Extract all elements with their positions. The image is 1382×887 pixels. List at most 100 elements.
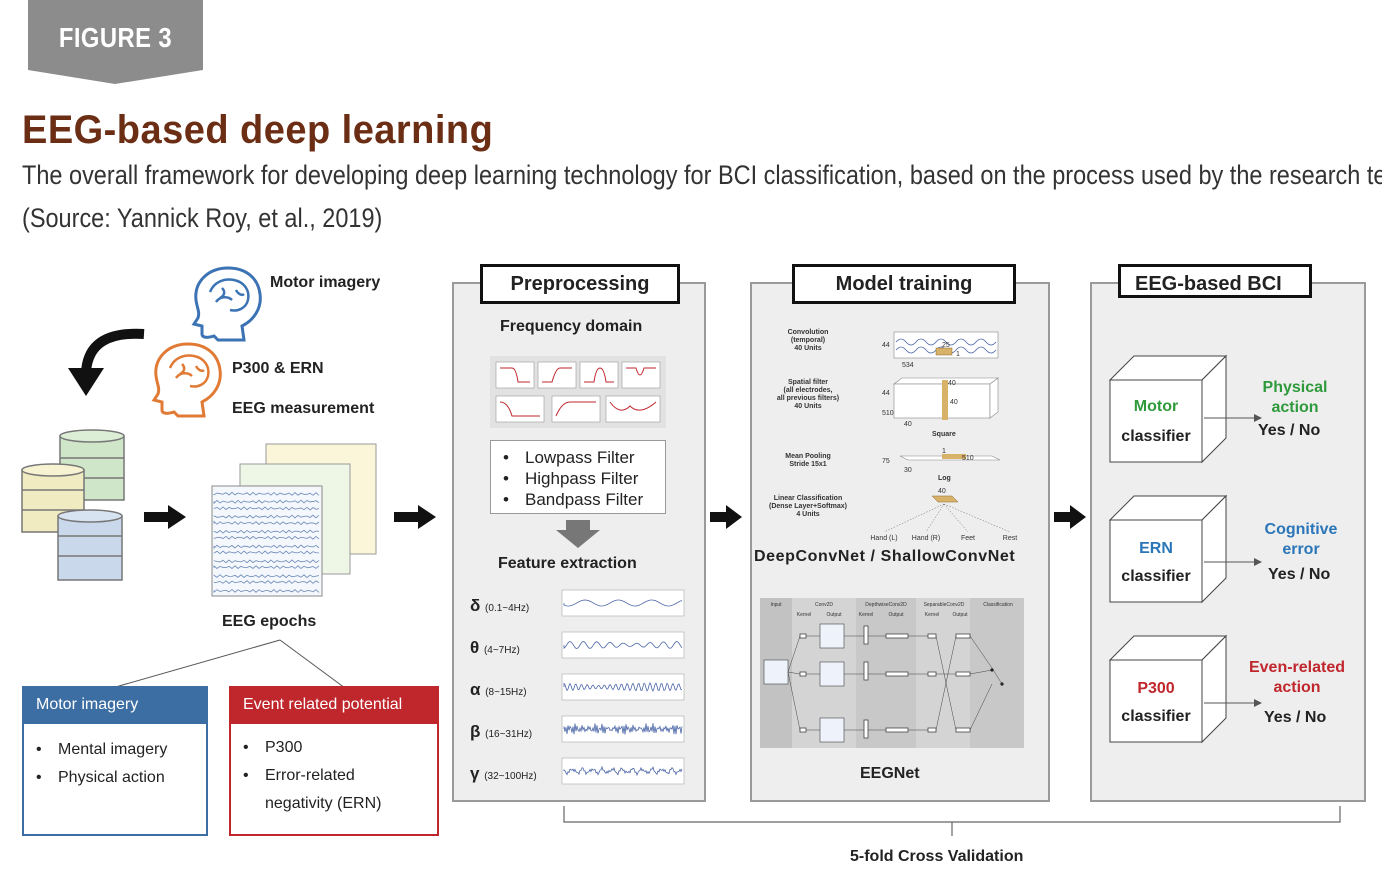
band-label: γ (32~100Hz) (470, 764, 537, 784)
dimension-label: 40 (904, 421, 912, 428)
dimension-label: 75 (882, 458, 890, 465)
output-arrow-icon (1204, 414, 1262, 422)
filter-item: Bandpass Filter (491, 489, 665, 510)
bci-header: EEG-based BCI (1118, 264, 1312, 298)
figure-tab (28, 0, 203, 84)
class-label: Hand (R) (912, 535, 940, 542)
dimension-label: 44 (882, 390, 890, 397)
filter-item: Lowpass Filter (491, 447, 665, 468)
band-symbol: γ (470, 764, 480, 783)
layer-name: Convolution(temporal)40 Units (788, 329, 829, 352)
class-label: Hand (L) (870, 535, 897, 542)
category-connector (111, 639, 346, 689)
eeg-epochs-icon (211, 443, 377, 597)
operation-label: Square (932, 431, 956, 438)
cross-validation-bracket (563, 806, 1341, 836)
yes-no-label: Yes / No (1268, 566, 1331, 583)
motor-imagery-header: Motor imagery (24, 688, 206, 724)
classifier-suffix: classifier (1121, 428, 1191, 445)
band-symbol: θ (470, 638, 480, 657)
brain-head-icon-orange (151, 342, 222, 418)
eeg-measurement-label: EEG measurement (232, 400, 375, 417)
eegnet-sub-label: Kernel (925, 612, 939, 618)
deepconvnet-diagram: Convolution(temporal)40 Units Spatial fi… (769, 329, 1017, 542)
band-label: α (8~15Hz) (470, 680, 527, 700)
class-label: Rest (1003, 535, 1017, 542)
eegnet-column-label: Classification (983, 602, 1013, 608)
output-arrow-icon (1204, 558, 1262, 566)
class-label: Feet (961, 535, 975, 542)
arrow-right-icon (1054, 505, 1086, 529)
dimension-label: 40 (950, 399, 958, 406)
filter-list: Lowpass Filter Highpass Filter Bandpass … (490, 440, 666, 514)
band-symbol: β (470, 722, 481, 741)
frequency-domain-label: Frequency domain (500, 318, 643, 335)
band-symbol: δ (470, 596, 481, 615)
preprocessing-header: Preprocessing (480, 264, 680, 304)
dimension-label: 1 (956, 351, 960, 358)
source-note: (Source: Yannick Roy, et al., 2019) (22, 203, 383, 233)
classifier-name: Motor (1133, 398, 1179, 415)
band-range: (32~100Hz) (484, 771, 537, 782)
operation-label: Log (938, 475, 951, 482)
brain-head-icon-blue (191, 266, 262, 342)
classifier-suffix: classifier (1121, 708, 1191, 725)
eegnet-sub-label: Output (888, 612, 904, 618)
band-range: (8~15Hz) (485, 687, 527, 698)
dimension-label: 44 (882, 342, 890, 349)
band-symbol: α (470, 680, 481, 699)
band-range: (16~31Hz) (485, 729, 533, 740)
classifier-cube-p300 (1108, 634, 1228, 744)
eeg-epochs-label: EEG epochs (222, 613, 317, 630)
yes-no-label: Yes / No (1264, 709, 1327, 726)
outcome-label: Physical action (1262, 379, 1328, 416)
eegnet-label: EEGNet (860, 765, 920, 782)
arrow-right-icon (394, 505, 436, 529)
band-range: (0.1~4Hz) (485, 603, 530, 614)
eegnet-sub-label: Output (826, 612, 842, 618)
band-label: β (16~31Hz) (470, 722, 532, 742)
dimension-label: 534 (902, 362, 914, 369)
dimension-label: 1 (942, 448, 946, 455)
layer-name: Linear Classification(Dense Layer+Softma… (769, 495, 847, 518)
yes-no-label: Yes / No (1258, 422, 1321, 439)
dimension-label: 510 (962, 455, 974, 462)
eegnet-sub-label: Kernel (859, 612, 873, 618)
dimension-label: 40 (938, 488, 946, 495)
classifier-suffix: classifier (1121, 568, 1191, 585)
figure-tab-label: FIGURE 3 (58, 22, 173, 53)
arrow-down-icon (556, 520, 600, 548)
p300-ern-label: P300 & ERN (232, 360, 324, 377)
band-range: (4~7Hz) (483, 645, 520, 656)
dimension-label: 30 (904, 467, 912, 474)
motor-imagery-box: Motor imagery Mental imagery Physical ac… (22, 686, 208, 836)
cross-validation-label: 5-fold Cross Validation (850, 848, 1024, 865)
dimension-label: 510 (882, 410, 894, 417)
arrow-right-icon (144, 505, 186, 529)
classifier-cube-ern (1108, 494, 1228, 604)
layer-name: Spatial filter(all electrodes,all previo… (777, 379, 839, 410)
motor-imagery-label: Motor imagery (270, 274, 381, 291)
model-training-header: Model training (792, 264, 1016, 304)
dimension-label: 40 (948, 380, 956, 387)
eegnet-sub-label: Kernel (797, 612, 811, 618)
arrow-right-icon (710, 505, 742, 529)
eegnet-sub-label: Output (952, 612, 968, 618)
page-title: EEG-based deep learning (22, 108, 494, 152)
curved-arrow-icon (68, 328, 145, 396)
eegnet-column-label: Conv2D (815, 602, 833, 608)
category-item: Physical action (24, 764, 206, 792)
erp-header: Event related potential (231, 688, 437, 724)
category-item: Mental imagery (24, 736, 206, 764)
band-waveforms (561, 589, 685, 785)
feature-extraction-label: Feature extraction (498, 555, 637, 572)
classifier-name: P300 (1137, 680, 1175, 697)
category-item: Error-related (231, 762, 437, 790)
classifier-cube-motor (1108, 354, 1228, 464)
outcome-label: Cognitive error (1264, 521, 1338, 558)
subtitle: The overall framework for developing dee… (22, 160, 1382, 190)
classifier-name: ERN (1139, 540, 1173, 557)
erp-box: Event related potential P300 Error-relat… (229, 686, 439, 836)
deepconvnet-label: DeepConvNet / ShallowConvNet (754, 548, 1016, 565)
